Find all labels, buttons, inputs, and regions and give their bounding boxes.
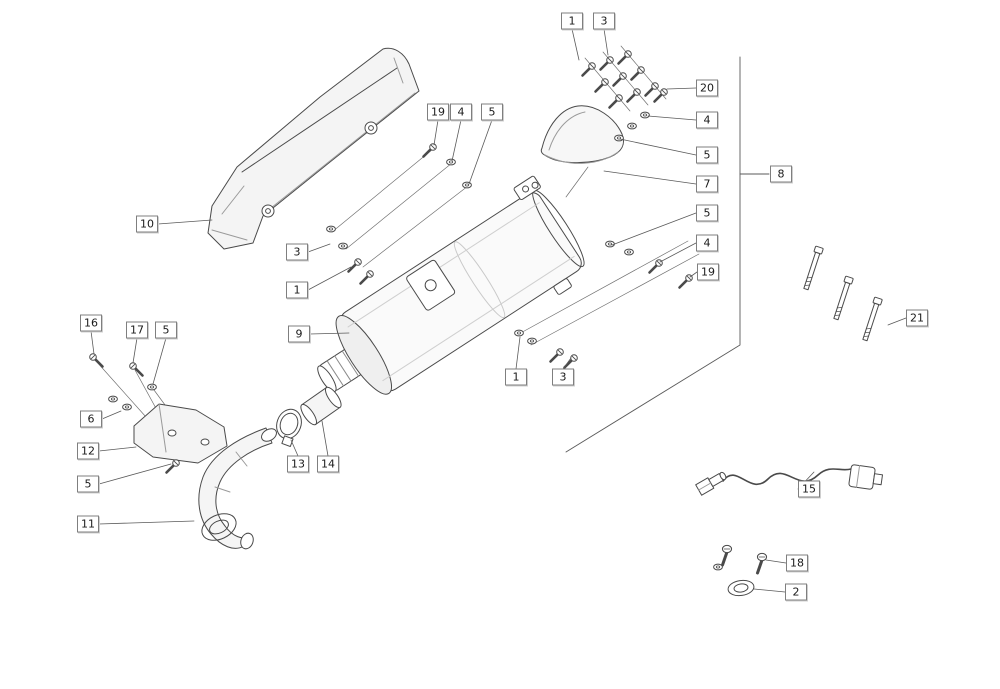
callout-part-18[interactable]: 18 — [786, 554, 808, 572]
callout-part-1[interactable]: 1 — [286, 281, 308, 299]
callout-part-6[interactable]: 6 — [80, 410, 102, 428]
leader-lines — [90, 28, 907, 593]
part-gasket-ring-2 — [727, 579, 755, 597]
callout-part-1[interactable]: 1 — [505, 368, 527, 386]
callout-part-5[interactable]: 5 — [696, 146, 718, 164]
part-muffler — [317, 175, 585, 395]
callout-part-5[interactable]: 5 — [696, 204, 718, 222]
bracket-line-8 — [565, 56, 770, 453]
part-screw-set-18 — [713, 543, 769, 575]
fastener-group-left-middle — [326, 225, 375, 285]
callout-part-19[interactable]: 19 — [697, 263, 719, 281]
callout-part-20[interactable]: 20 — [696, 79, 718, 97]
callout-part-10[interactable]: 10 — [136, 215, 158, 233]
callout-part-15[interactable]: 15 — [798, 480, 820, 498]
part-coupling-sleeve — [300, 386, 342, 426]
part-pipe-shield — [133, 403, 228, 474]
fastener-group-left — [88, 352, 157, 411]
callout-part-19[interactable]: 19 — [427, 103, 449, 121]
callout-part-13[interactable]: 13 — [287, 455, 309, 473]
callout-part-12[interactable]: 12 — [77, 442, 99, 460]
callout-part-5[interactable]: 5 — [155, 321, 177, 339]
callout-part-9[interactable]: 9 — [288, 325, 310, 343]
part-stud-bolts-21 — [801, 245, 883, 342]
part-exhaust-pipe — [198, 427, 277, 550]
part-end-cover — [540, 105, 624, 164]
callout-part-7[interactable]: 7 — [696, 175, 718, 193]
callout-part-11[interactable]: 11 — [77, 515, 99, 533]
callout-part-3[interactable]: 3 — [552, 368, 574, 386]
callout-part-3[interactable]: 3 — [286, 243, 308, 261]
part-clamp — [276, 408, 302, 447]
callout-part-16[interactable]: 16 — [80, 314, 102, 332]
part-heat-shield — [207, 47, 420, 250]
callout-part-14[interactable]: 14 — [317, 455, 339, 473]
callout-part-1[interactable]: 1 — [561, 12, 583, 30]
callout-part-17[interactable]: 17 — [126, 321, 148, 339]
callout-part-4[interactable]: 4 — [450, 103, 472, 121]
callout-part-4[interactable]: 4 — [696, 234, 718, 252]
callout-part-5[interactable]: 5 — [77, 475, 99, 493]
callout-part-3[interactable]: 3 — [593, 12, 615, 30]
callout-part-4[interactable]: 4 — [696, 111, 718, 129]
callout-part-2[interactable]: 2 — [785, 583, 807, 601]
fastener-group-top-middle — [422, 142, 472, 189]
callout-part-8[interactable]: 8 — [770, 165, 792, 183]
callout-part-5[interactable]: 5 — [481, 103, 503, 121]
callout-part-21[interactable]: 21 — [906, 309, 928, 327]
part-oxygen-sensor — [695, 464, 884, 496]
